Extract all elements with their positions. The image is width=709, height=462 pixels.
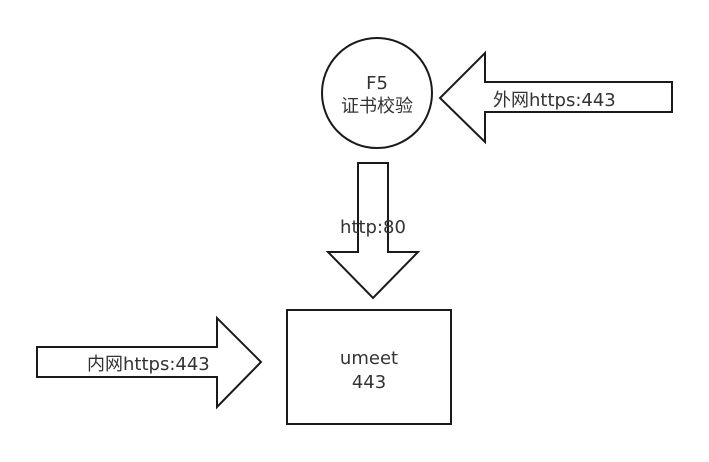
http-arrow-label: http:80 <box>340 217 406 238</box>
f5-circle <box>321 37 433 149</box>
f5-title: F5 <box>366 73 388 94</box>
internal-https-arrow: 内网https:443 <box>36 315 263 410</box>
umeet-rect <box>286 309 452 425</box>
external-arrow-shape <box>438 50 673 145</box>
f5-node: F5 证书校验 <box>321 37 433 149</box>
f5-subtitle: 证书校验 <box>341 96 413 117</box>
umeet-port: 443 <box>352 372 386 393</box>
external-arrow-label: 外网https:443 <box>493 90 616 111</box>
http-arrow-shape <box>325 162 421 300</box>
umeet-title: umeet <box>340 348 398 369</box>
http-arrow: http:80 <box>325 162 421 300</box>
umeet-box: umeet 443 <box>286 309 452 425</box>
internal-arrow-shape <box>36 315 263 410</box>
external-https-arrow: 外网https:443 <box>438 50 673 145</box>
internal-arrow-label: 内网https:443 <box>87 354 210 375</box>
